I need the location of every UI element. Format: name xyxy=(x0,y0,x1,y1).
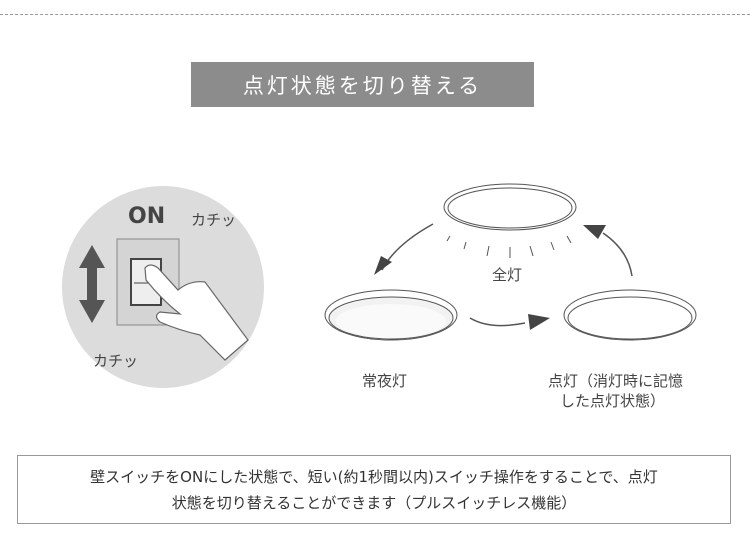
description-line-2: 状態を切り替えることができます（プルスイッチレス機能） xyxy=(171,494,577,512)
description-box: 壁スイッチをONにした状態で、短い(約1秒間以内)スイッチ操作をすることで、点灯… xyxy=(17,455,731,524)
mode-night-label: 常夜灯 xyxy=(362,372,408,390)
mode-memory-label-2: した点灯状態） xyxy=(560,392,666,410)
section-title: 点灯状態を切り替える xyxy=(191,62,534,107)
click-sound-bottom: カチッ xyxy=(93,352,139,370)
description-line-1: 壁スイッチをONにした状態で、短い(約1秒間以内)スイッチ操作をすることで、点灯 xyxy=(90,468,658,486)
ceiling-light-full xyxy=(443,183,577,258)
up-down-arrow-icon xyxy=(79,245,105,323)
mode-full-label: 全灯 xyxy=(492,266,523,284)
ceiling-light-night xyxy=(324,289,458,341)
ceiling-light-memory xyxy=(563,289,697,341)
click-sound-top: カチッ xyxy=(191,211,237,229)
on-label: ON xyxy=(128,204,166,229)
dashed-divider xyxy=(0,14,750,15)
mode-memory-label-1: 点灯（消灯時に記憶 xyxy=(548,372,684,390)
wall-switch-illustration xyxy=(62,186,264,388)
arrow-night-to-memory xyxy=(469,317,526,327)
arrow-memory-to-full xyxy=(602,232,633,277)
